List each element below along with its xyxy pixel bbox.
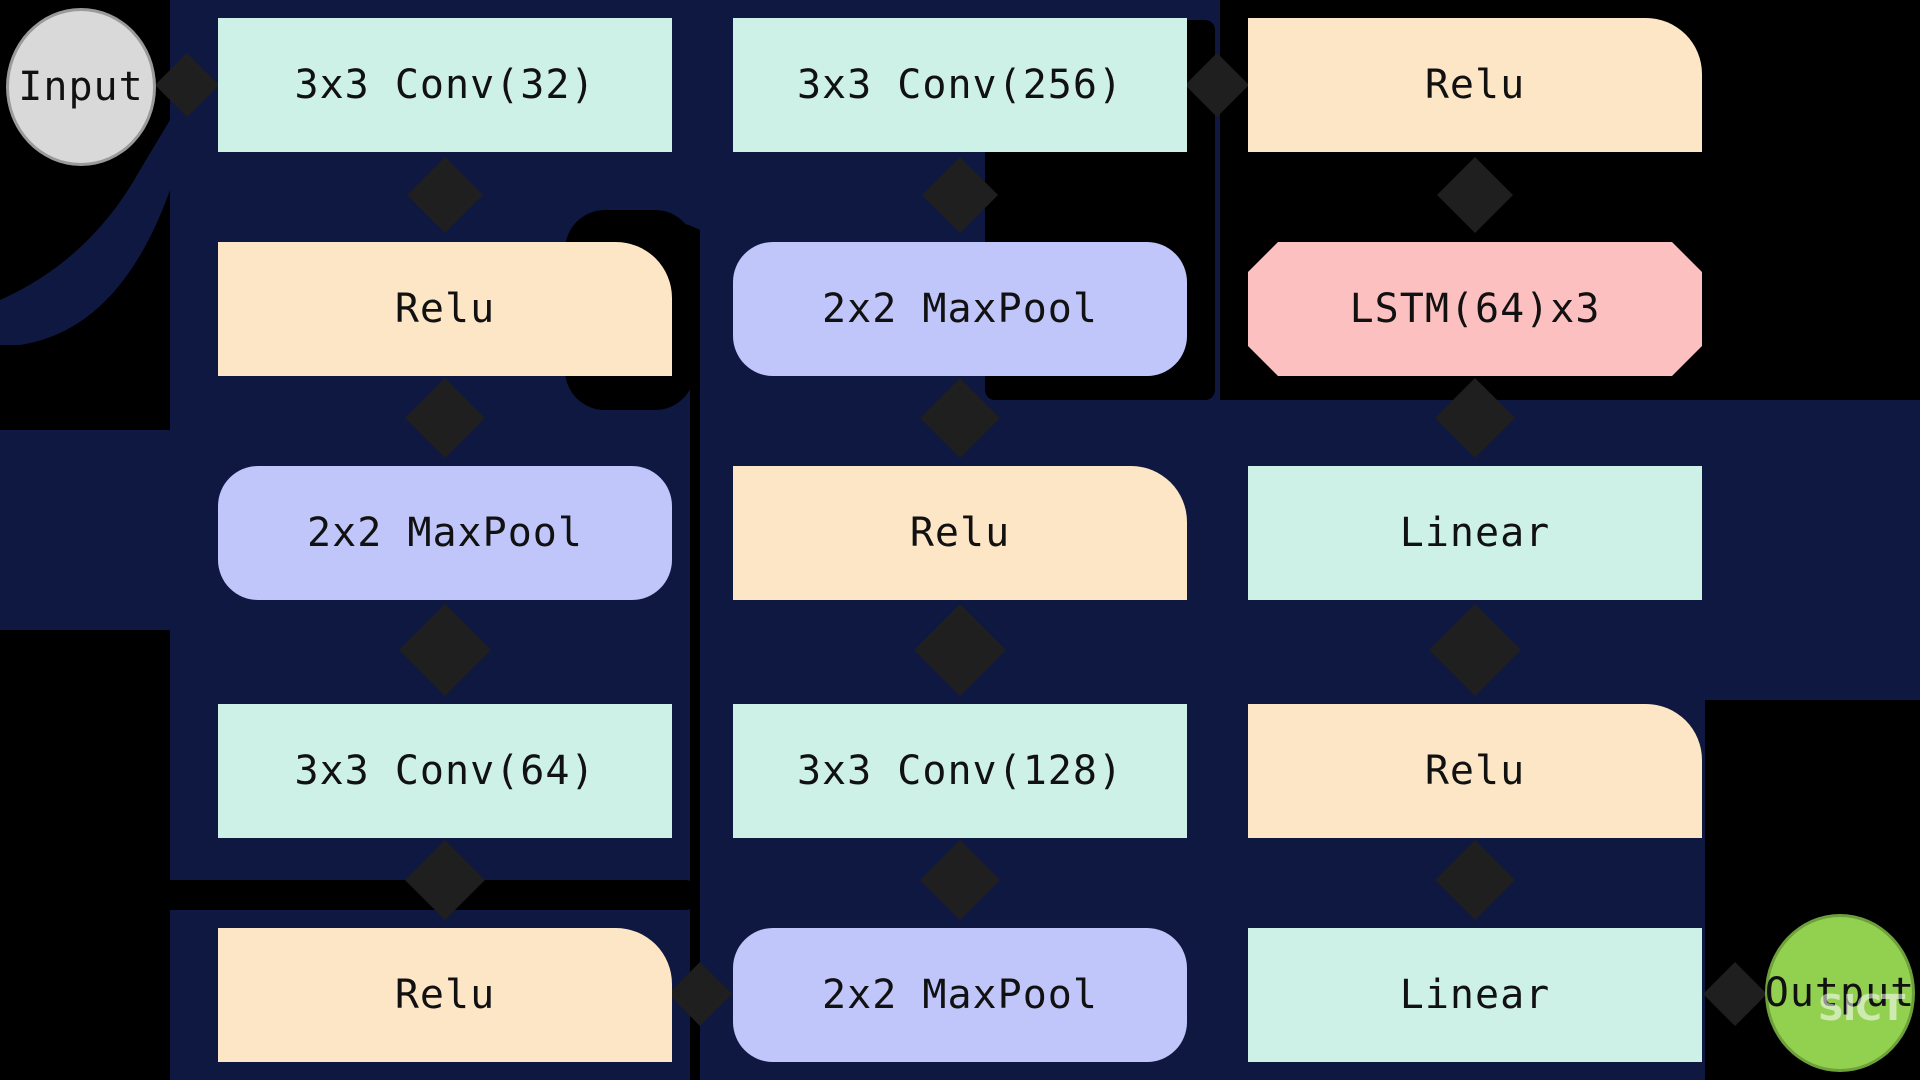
column1-node-4-conv: 3x3 Conv(64) xyxy=(218,704,672,838)
band-left-curve xyxy=(0,120,170,345)
connector-col2-2 xyxy=(920,378,1000,458)
output-label: Output xyxy=(1764,970,1916,1016)
connector-col1-2 xyxy=(405,378,485,458)
connector-col3-4 xyxy=(1435,840,1515,920)
column2-node-1-conv: 3x3 Conv(256) xyxy=(733,18,1187,152)
column2-node-3-relu: Relu xyxy=(733,466,1187,600)
column3-node-2-lstm: LSTM(64)x3 xyxy=(1248,242,1702,376)
column2-node-5-pool: 2x2 MaxPool xyxy=(733,928,1187,1062)
column3-node-5-linear: Linear xyxy=(1248,928,1702,1062)
connector-col2-3 xyxy=(914,604,1006,696)
column1-node-3-pool: 2x2 MaxPool xyxy=(218,466,672,600)
node-label: LSTM(64)x3 xyxy=(1349,286,1601,332)
connector-col1-3 xyxy=(399,604,491,696)
node-label: Relu xyxy=(1424,62,1526,108)
node-label: 3x3 Conv(32) xyxy=(294,62,596,108)
node-label: Relu xyxy=(1424,748,1526,794)
column2-node-4-conv: 3x3 Conv(128) xyxy=(733,704,1187,838)
connector-col1-4 xyxy=(405,840,485,920)
column3-node-4-relu: Relu xyxy=(1248,704,1702,838)
column2-node-2-pool: 2x2 MaxPool xyxy=(733,242,1187,376)
node-label: 2x2 MaxPool xyxy=(822,972,1098,1018)
connector-col2-1 xyxy=(922,157,998,233)
node-label: Relu xyxy=(394,972,496,1018)
connector-conv256-to-relu xyxy=(1185,53,1249,117)
column1-node-2-relu: Relu xyxy=(218,242,672,376)
column1-node-5-relu: Relu xyxy=(218,928,672,1062)
node-label: Linear xyxy=(1399,510,1551,556)
column3-node-1-relu: Relu xyxy=(1248,18,1702,152)
node-label: 2x2 MaxPool xyxy=(307,510,583,556)
column1-node-1-conv: 3x3 Conv(32) xyxy=(218,18,672,152)
node-label: Relu xyxy=(909,510,1011,556)
band-left-strip xyxy=(0,430,170,630)
node-label: 3x3 Conv(64) xyxy=(294,748,596,794)
node-label: 2x2 MaxPool xyxy=(822,286,1098,332)
band-right-upper xyxy=(1700,400,1920,700)
connector-col2-4 xyxy=(920,840,1000,920)
connector-col3-2 xyxy=(1435,378,1515,458)
connector-linear-to-output xyxy=(1703,962,1767,1026)
connector-input-to-conv32 xyxy=(155,53,219,117)
node-label: Relu xyxy=(394,286,496,332)
input-label: Input xyxy=(18,64,144,110)
connector-relu-to-maxpool xyxy=(668,962,732,1026)
connector-col3-3 xyxy=(1429,604,1521,696)
connector-col3-1 xyxy=(1437,157,1513,233)
watermark-logo: SICT xyxy=(1818,988,1905,1029)
input-node: Input xyxy=(6,8,156,166)
column3-node-3-linear: Linear xyxy=(1248,466,1702,600)
separator-4 xyxy=(0,740,170,1080)
node-label: 3x3 Conv(128) xyxy=(796,748,1124,794)
connector-col1-1 xyxy=(407,157,483,233)
node-label: Linear xyxy=(1399,972,1551,1018)
node-label: 3x3 Conv(256) xyxy=(796,62,1124,108)
output-node: Output xyxy=(1765,914,1915,1072)
